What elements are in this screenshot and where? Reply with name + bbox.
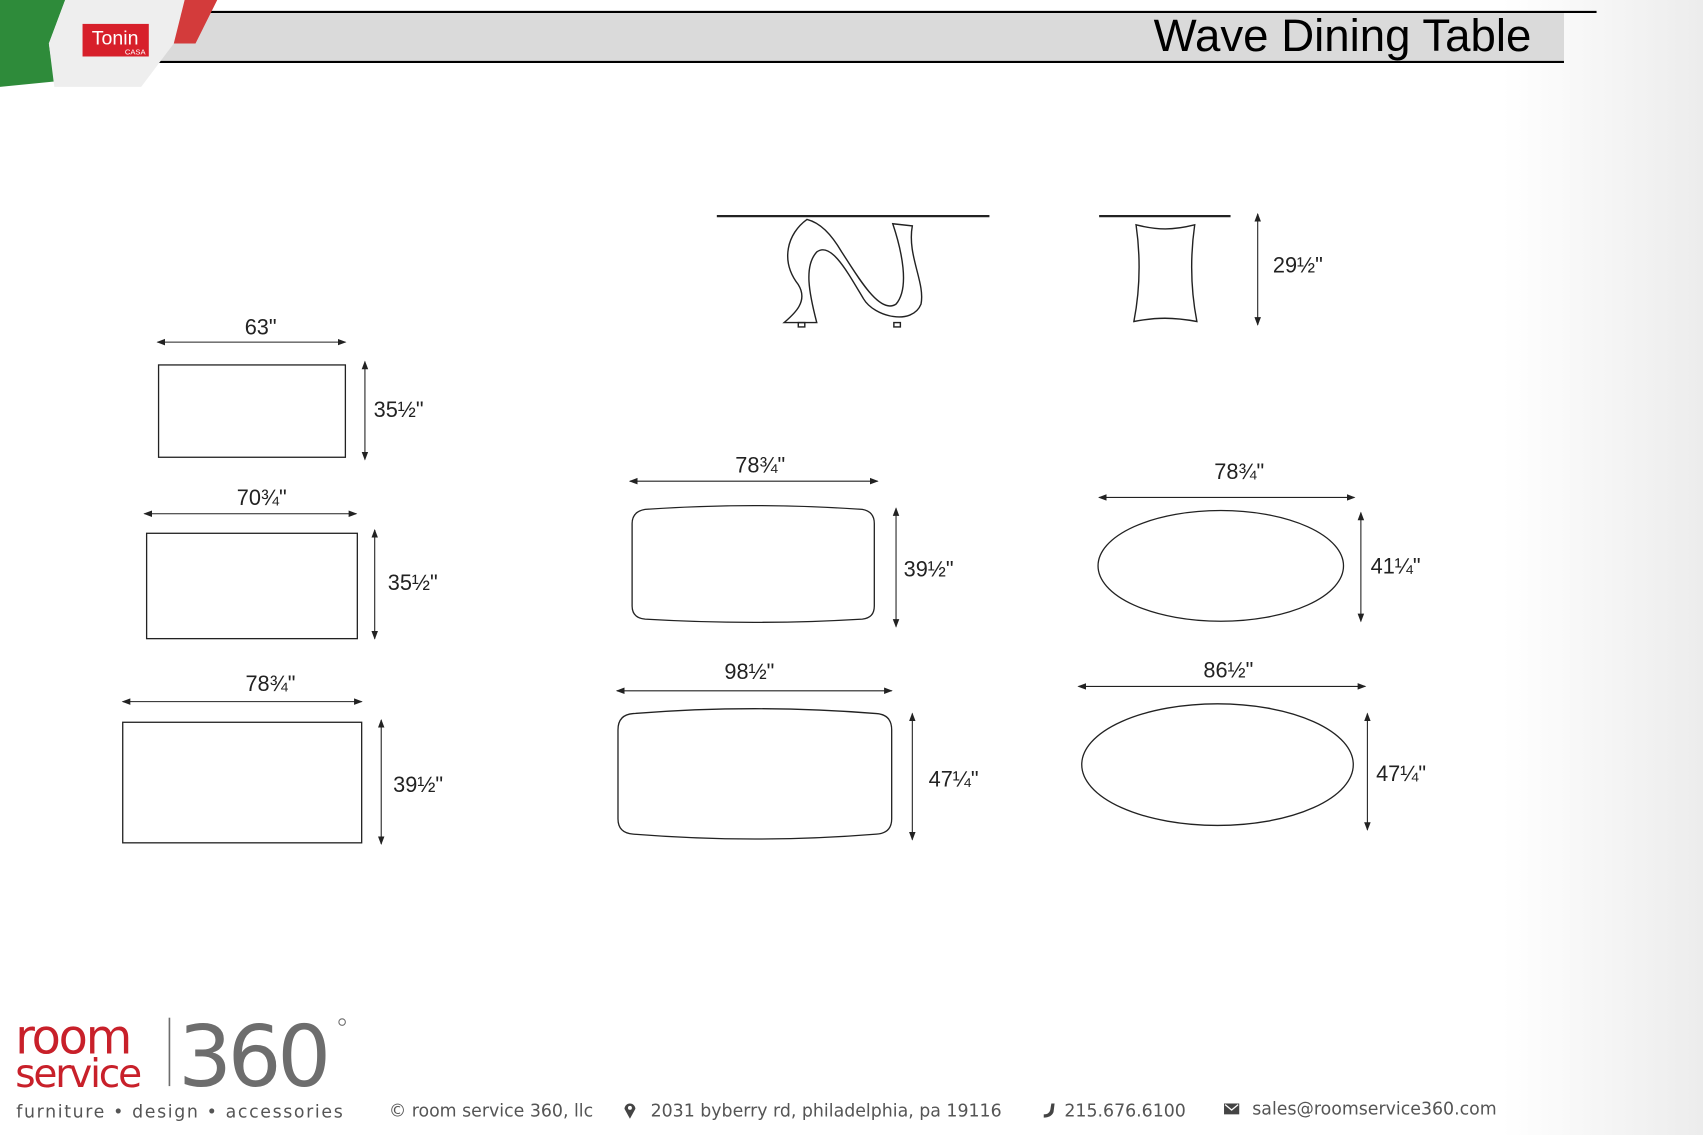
width-label: 63": [245, 315, 277, 340]
width-label: 78¾": [735, 452, 785, 477]
side-view-drawing: [716, 215, 990, 328]
width-label: 78¾": [1214, 459, 1264, 484]
barrel-table-98: [615, 687, 916, 841]
page-title: Wave Dining Table: [1154, 10, 1532, 61]
depth-label: 39½": [393, 772, 443, 797]
width-label: 98½": [724, 659, 774, 684]
barrel-table-78: [628, 477, 900, 628]
brand-logo-text: Tonin: [92, 28, 139, 50]
width-label: 78¾": [245, 671, 295, 696]
tagline: furniture • design • accessories: [16, 1103, 344, 1123]
copyright: © room service 360, llc: [389, 1102, 593, 1122]
rect-table-63: [156, 338, 369, 461]
rect-table-78: [121, 698, 385, 845]
height-label: 29½": [1273, 253, 1323, 278]
right-edge-shadow: [1503, 0, 1703, 1135]
phone-number[interactable]: 215.676.6100: [1064, 1102, 1185, 1122]
depth-label: 47¼": [1376, 761, 1426, 786]
logo-room: room: [15, 1011, 130, 1066]
email-link[interactable]: sales@roomservice360.com: [1252, 1099, 1496, 1119]
depth-label: 39½": [904, 557, 954, 582]
width-label: 70¾": [237, 485, 287, 510]
depth-label: 41¼": [1371, 553, 1421, 578]
room-service-360-logo: room service 360: [15, 1007, 346, 1106]
header-banner: Wave Dining Table: [135, 10, 1597, 64]
width-label: 86½": [1203, 658, 1253, 683]
phone-icon: [1043, 1103, 1055, 1118]
depth-label: 35½": [388, 570, 438, 595]
map-pin-icon: [624, 1103, 636, 1119]
italian-flag-logo: Tonin CASA: [0, 0, 218, 87]
depth-label: 35½": [374, 397, 424, 422]
address: 2031 byberry rd, philadelphia, pa 19116: [651, 1102, 1002, 1122]
brand-logo-subtext: CASA: [125, 47, 147, 56]
oval-table-86: [1077, 683, 1371, 831]
logo-service: service: [15, 1052, 140, 1097]
logo-360: 360: [178, 1007, 327, 1106]
end-view-drawing: [1099, 212, 1261, 326]
oval-table-78: [1097, 494, 1365, 623]
depth-label: 47¼": [929, 766, 979, 791]
rect-table-70: [143, 510, 378, 640]
envelope-icon: [1224, 1103, 1240, 1115]
